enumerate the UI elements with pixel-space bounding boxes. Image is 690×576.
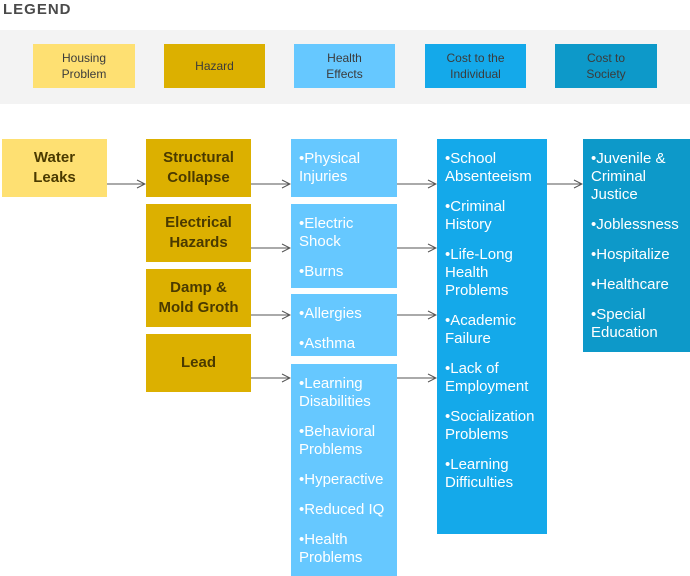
health-effect-item: •Behavioral Problems (299, 423, 376, 458)
legend-title: LEGEND (3, 1, 72, 18)
health-effect-item: •Allergies (299, 305, 362, 322)
individual-cost-item: •School Absenteeism (445, 150, 532, 185)
health-effect-item: •Electric Shock (299, 215, 354, 250)
health-effect-item: •Asthma (299, 335, 356, 352)
health-effect-item: •Hyperactive (299, 471, 384, 488)
housing-problem-label: Water Leaks (33, 149, 76, 186)
society-cost-item: •Hospitalize (591, 246, 670, 263)
health-effect-item: •Reduced IQ (299, 501, 385, 518)
hazard-label: Electrical Hazards (165, 214, 232, 251)
society-cost-item: •Joblessness (591, 216, 679, 233)
hazard-label: Structural Collapse (163, 149, 234, 186)
legend-label: Health Effects (326, 51, 363, 81)
society-cost-item: •Healthcare (591, 276, 669, 293)
individual-cost-item: •Lack of Employment (445, 360, 529, 395)
health-effect-item: •Physical Injuries (299, 150, 361, 185)
individual-cost-item: •Academic Failure (445, 312, 517, 347)
cost-to-society: •Juvenile & Criminal Justice •Joblessnes… (583, 139, 690, 352)
legend-label: Housing Problem (61, 51, 107, 81)
hazard-damp-mold: Damp & Mold Groth (146, 269, 251, 327)
society-cost-item: •Special Education (591, 306, 658, 341)
individual-cost-item: •Criminal History (445, 198, 506, 233)
individual-cost-item: •Socialization Problems (445, 408, 535, 443)
health-effects-electrical: •Electric Shock •Burns (291, 204, 397, 288)
legend-housing-problem: Housing Problem (33, 44, 135, 88)
legend-label: Cost to the Individual (446, 51, 505, 81)
hazard-lead: Lead (146, 334, 251, 392)
legend-label: Hazard (195, 59, 234, 73)
cost-to-individual: •School Absenteeism •Criminal History •L… (437, 139, 547, 534)
housing-problem-water-leaks: Water Leaks (2, 139, 107, 197)
legend-hazard: Hazard (164, 44, 265, 88)
legend-label: Cost to Society (586, 51, 626, 81)
health-effect-item: •Health Problems (299, 531, 363, 566)
individual-cost-item: •Learning Difficulties (445, 456, 514, 491)
health-effect-item: •Burns (299, 263, 344, 280)
legend-cost-society: Cost to Society (555, 44, 657, 88)
health-effects-respiratory: •Allergies •Asthma (291, 294, 397, 356)
health-effects-injuries: •Physical Injuries (291, 139, 397, 197)
legend-cost-individual: Cost to the Individual (425, 44, 526, 88)
health-effects-lead: •Learning Disabilities •Behavioral Probl… (291, 364, 397, 576)
individual-cost-item: •Life-Long Health Problems (445, 246, 513, 299)
health-effect-item: •Learning Disabilities (299, 375, 371, 410)
legend-health-effects: Health Effects (294, 44, 395, 88)
hazard-electrical: Electrical Hazards (146, 204, 251, 262)
hazard-label: Lead (180, 354, 216, 371)
hazard-structural-collapse: Structural Collapse (146, 139, 251, 197)
hazard-label: Damp & Mold Groth (158, 279, 239, 316)
society-cost-item: •Juvenile & Criminal Justice (591, 150, 666, 203)
